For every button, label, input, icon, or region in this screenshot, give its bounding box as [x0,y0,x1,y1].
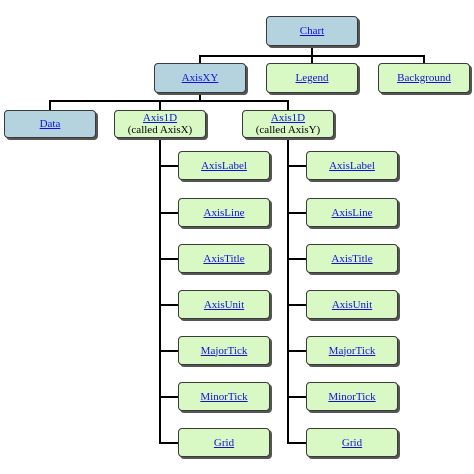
connector-axisx-trunk [159,138,161,443]
connector-axisy-child [287,396,306,398]
background-node: Background [378,63,470,93]
axisy-axisunit-node: AxisUnit [306,290,398,319]
connector-axisy-child [287,165,306,167]
connector-legend-up [311,55,313,63]
axisx-minortick-link[interactable]: MinorTick [200,390,248,403]
connector-axisy-child [287,304,306,306]
axisy-majortick-link[interactable]: MajorTick [328,344,376,357]
axisx-axislabel-link[interactable]: AxisLabel [201,159,247,172]
connector-axisy-trunk [287,138,289,443]
axisxy-link[interactable]: AxisXY [181,72,219,84]
axisx-axisline-node: AxisLine [178,198,270,227]
axisxy-node: AxisXY [154,63,246,93]
connector-data-up [49,100,51,110]
axisy-grid-link[interactable]: Grid [341,436,363,449]
axis1d-x-caption: (called AxisX) [127,124,193,136]
legend-link[interactable]: Legend [295,72,329,84]
axisy-minortick-link[interactable]: MinorTick [328,390,376,403]
axisy-axislabel-link[interactable]: AxisLabel [329,159,375,172]
connector-background-up [423,55,425,63]
connector-axisx-child [159,258,178,260]
connector-axisx-child [159,442,178,444]
connector-axisx-child [159,350,178,352]
axisy-majortick-node: MajorTick [306,336,398,365]
connector-axisx-child [159,304,178,306]
connector-axisy-child [287,442,306,444]
data-link[interactable]: Data [39,118,61,130]
axisy-grid-node: Grid [306,428,398,457]
axis1d-x-node: Axis1D (called AxisX) [114,110,206,138]
axis1d-x-link[interactable]: Axis1D [142,112,178,124]
axisy-minortick-node: MinorTick [306,382,398,411]
axisy-axisunit-link[interactable]: AxisUnit [331,298,373,311]
legend-node: Legend [266,63,358,93]
connector-chart-down [311,46,313,55]
axisx-axisunit-link[interactable]: AxisUnit [203,298,245,311]
chart-node: Chart [266,16,358,46]
connector-axisx-up [159,100,161,110]
connector-axisy-child [287,212,306,214]
connector-axisx-child [159,165,178,167]
axisx-majortick-link[interactable]: MajorTick [200,344,248,357]
connector-axisxy-up [199,55,201,63]
chart-link[interactable]: Chart [299,25,325,37]
axisx-grid-node: Grid [178,428,270,457]
axisy-axislabel-node: AxisLabel [306,151,398,180]
connector-axisy-up [287,100,289,110]
axis1d-y-link[interactable]: Axis1D [270,112,306,124]
axis1d-y-node: Axis1D (called AxisY) [242,110,334,138]
connector-axisx-child [159,396,178,398]
axisx-axistitle-link[interactable]: AxisTitle [203,252,245,265]
connector-axisy-child [287,350,306,352]
data-node: Data [4,110,96,138]
connector-axisy-child [287,258,306,260]
axisy-axisline-link[interactable]: AxisLine [331,206,373,219]
axisx-axistitle-node: AxisTitle [178,244,270,273]
axisy-axistitle-link[interactable]: AxisTitle [331,252,373,265]
axisx-axisline-link[interactable]: AxisLine [203,206,245,219]
axisx-axisunit-node: AxisUnit [178,290,270,319]
connector-axisx-child [159,212,178,214]
axisx-minortick-node: MinorTick [178,382,270,411]
axisx-grid-link[interactable]: Grid [213,436,235,449]
axisx-axislabel-node: AxisLabel [178,151,270,180]
axisy-axistitle-node: AxisTitle [306,244,398,273]
axis1d-y-caption: (called AxisY) [255,124,321,136]
connector-axisxy-down [199,93,201,101]
connector-level2-bar [49,100,289,102]
axisx-majortick-node: MajorTick [178,336,270,365]
background-link[interactable]: Background [397,72,451,84]
axisy-axisline-node: AxisLine [306,198,398,227]
